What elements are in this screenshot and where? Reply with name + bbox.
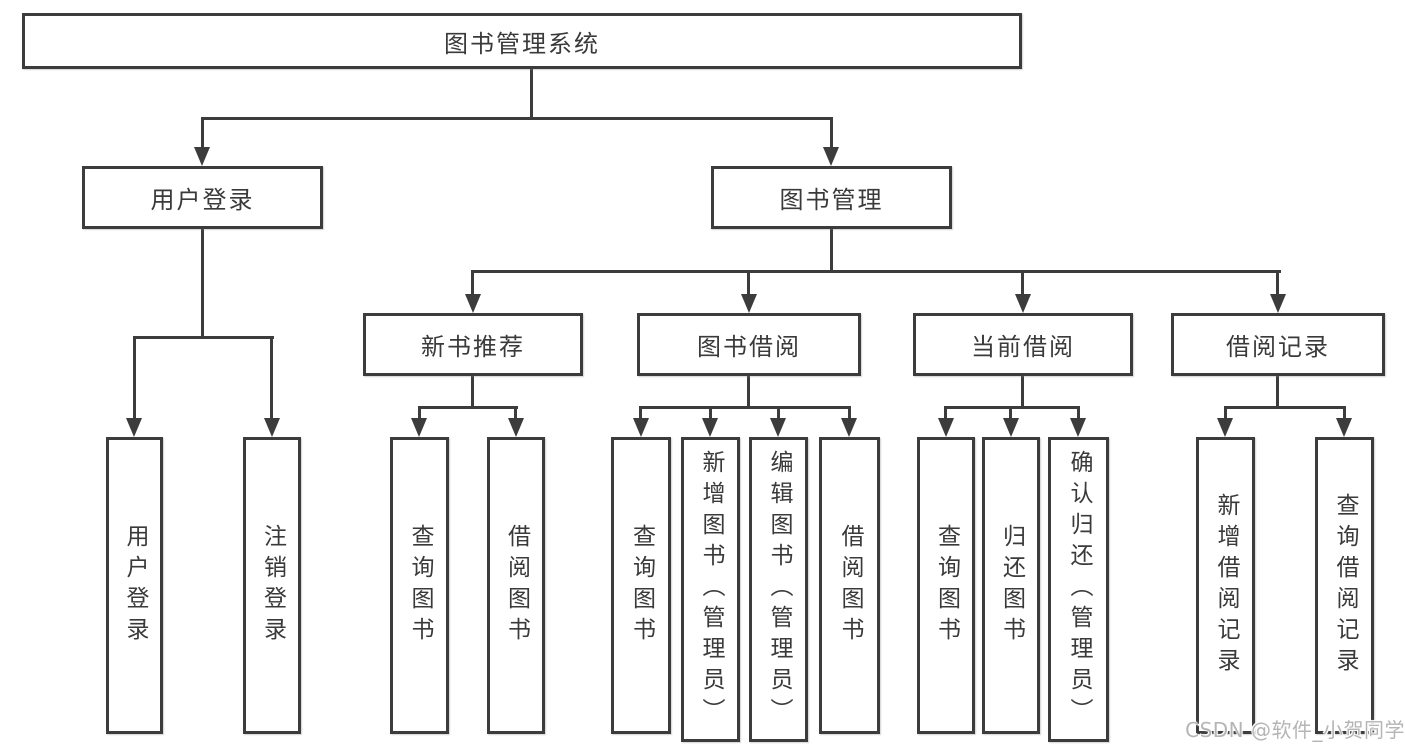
leaf-borrow-book-newrec: 借阅图书 [487, 437, 545, 734]
leaf-confirm-return-label: 确认归还（管理员） [1066, 450, 1092, 729]
leaf-logout-label: 注销登录 [259, 523, 286, 648]
arrowhead-add-borrow-record [1217, 418, 1233, 437]
arrowhead-new-book-rec [465, 294, 481, 313]
leaf-query-book-newrec: 查询图书 [390, 437, 449, 734]
node-new-book-rec-label: 新书推荐 [421, 333, 525, 361]
leaf-query-book-current-label: 查询图书 [933, 523, 960, 648]
arrowhead-leaf-logout [264, 418, 280, 437]
connector-stem-confirm-return [1077, 406, 1080, 420]
node-borrow-record: 借阅记录 [1171, 313, 1385, 376]
arrowhead-query-book-borrow [633, 418, 649, 437]
connector-level3-horizontal [471, 270, 1281, 273]
connector-stem-leaf-user-login [133, 336, 136, 420]
arrowhead-add-book [702, 418, 718, 437]
connector-new-book-rec-horizontal [418, 406, 518, 409]
connector-book-mgmt-trunk [830, 229, 833, 273]
connector-stem-user-login [201, 117, 204, 149]
leaf-borrow-book-borrow: 借阅图书 [819, 437, 880, 734]
leaf-query-book-borrow-label: 查询图书 [628, 523, 655, 648]
arrowhead-confirm-return [1070, 418, 1086, 437]
node-user-login: 用户登录 [82, 166, 323, 229]
connector-stem-borrow-book-borrow [848, 406, 851, 420]
leaf-query-book-current: 查询图书 [917, 437, 975, 734]
connector-borrow-record-trunk [1276, 376, 1279, 409]
connector-user-login-horizontal [133, 336, 274, 339]
node-root: 图书管理系统 [22, 13, 1022, 69]
connector-new-book-rec-trunk [471, 376, 474, 409]
connector-stem-return-book [1009, 406, 1012, 420]
arrowhead-query-book-newrec [411, 418, 427, 437]
arrowhead-return-book [1003, 418, 1019, 437]
node-current-borrow-label: 当前借阅 [971, 333, 1075, 361]
connector-stem-book-borrow [747, 270, 750, 297]
connector-stem-edit-book [777, 406, 780, 420]
leaf-return-book-label: 归还图书 [998, 523, 1025, 648]
connector-book-borrow-trunk [747, 376, 750, 409]
arrowhead-book-mgmt [823, 147, 839, 166]
connector-stem-book-mgmt [830, 117, 833, 149]
connector-stem-borrow-book-newrec [514, 406, 517, 420]
leaf-borrow-book-newrec-label: 借阅图书 [503, 523, 530, 648]
connector-stem-query-book-newrec [418, 406, 421, 420]
leaf-user-login: 用户登录 [106, 437, 163, 734]
node-book-mgmt: 图书管理 [711, 166, 952, 229]
arrowhead-borrow-book-borrow [841, 418, 857, 437]
leaf-add-borrow-record-label: 新增借阅记录 [1213, 492, 1239, 679]
node-borrow-record-label: 借阅记录 [1226, 333, 1330, 361]
connector-stem-add-borrow-record [1224, 406, 1227, 420]
leaf-add-book-label: 新增图书（管理员） [698, 450, 724, 729]
connector-level2-horizontal [201, 117, 833, 120]
leaf-query-borrow-record: 查询借阅记录 [1315, 437, 1374, 734]
node-new-book-rec: 新书推荐 [363, 313, 583, 376]
connector-stem-add-book [709, 406, 712, 420]
leaf-query-borrow-record-label: 查询借阅记录 [1332, 492, 1358, 679]
arrowhead-borrow-record [1270, 294, 1286, 313]
arrowhead-current-borrow [1015, 294, 1031, 313]
leaf-borrow-book-borrow-label: 借阅图书 [837, 523, 863, 648]
watermark: CSDN @软件_小贺同学 [1185, 718, 1405, 742]
arrowhead-book-borrow [741, 294, 757, 313]
arrowhead-user-login [194, 147, 210, 166]
connector-stem-borrow-record [1276, 270, 1279, 297]
connector-borrow-record-horizontal [1224, 406, 1346, 409]
leaf-return-book: 归还图书 [982, 437, 1040, 734]
connector-stem-query-book-borrow [639, 406, 642, 420]
leaf-add-book: 新增图书（管理员） [681, 437, 740, 742]
connector-stem-leaf-logout [270, 336, 273, 420]
connector-user-login-trunk [201, 229, 204, 339]
node-book-borrow-label: 图书借阅 [697, 333, 801, 361]
leaf-confirm-return: 确认归还（管理员） [1048, 437, 1109, 742]
arrowhead-query-borrow-record [1336, 418, 1352, 437]
leaf-add-borrow-record: 新增借阅记录 [1196, 437, 1255, 734]
connector-book-borrow-horizontal [639, 406, 851, 409]
leaf-edit-book: 编辑图书（管理员） [749, 437, 808, 742]
node-root-label: 图书管理系统 [444, 29, 600, 58]
connector-stem-current-borrow [1021, 270, 1024, 297]
leaf-edit-book-label: 编辑图书（管理员） [766, 450, 792, 729]
connector-stem-new-book-rec [471, 270, 474, 297]
arrowhead-edit-book [770, 418, 786, 437]
connector-stem-query-borrow-record [1343, 406, 1346, 420]
connector-current-borrow-trunk [1021, 376, 1024, 409]
leaf-query-book-borrow: 查询图书 [611, 437, 671, 734]
arrowhead-borrow-book-newrec [508, 418, 524, 437]
node-book-borrow: 图书借阅 [637, 313, 861, 376]
connector-current-borrow-horizontal [944, 406, 1080, 409]
leaf-query-book-newrec-label: 查询图书 [407, 523, 433, 648]
node-user-login-label: 用户登录 [150, 186, 255, 214]
node-book-mgmt-label: 图书管理 [779, 186, 884, 214]
arrowhead-leaf-user-login [126, 418, 142, 437]
leaf-logout: 注销登录 [243, 437, 301, 734]
leaf-user-login-label: 用户登录 [122, 523, 148, 648]
connector-root-trunk [530, 69, 533, 120]
node-current-borrow: 当前借阅 [913, 313, 1133, 376]
connector-stem-query-book-current [944, 406, 947, 420]
arrowhead-query-book-current [938, 418, 954, 437]
